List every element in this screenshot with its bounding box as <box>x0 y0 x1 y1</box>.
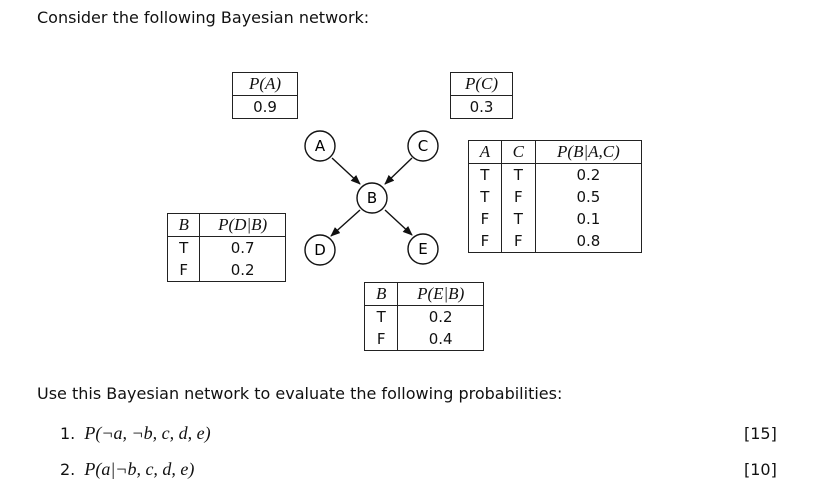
table-p-c-header: P(C) <box>450 72 513 96</box>
table-cell: F <box>167 259 201 282</box>
table-row: T F 0.5 <box>468 186 642 208</box>
table-p-c: P(C) 0.3 <box>450 72 513 119</box>
table-header-cell: P(D|B) <box>199 213 286 237</box>
table-p-e-given-b: B P(E|B) T 0.2 F 0.4 <box>364 282 484 351</box>
svg-text:A: A <box>315 137 326 155</box>
svg-text:D: D <box>314 241 326 259</box>
edge-b-d <box>330 209 361 237</box>
question-expression: P(¬a, ¬b, c, d, e) <box>84 423 211 443</box>
table-cell: 0.1 <box>576 210 601 228</box>
question-1: 1. P(¬a, ¬b, c, d, e) <box>60 423 211 444</box>
table-cell: T <box>468 186 502 208</box>
table-p-a-value: 0.9 <box>253 98 277 116</box>
table-cell: T <box>501 208 536 230</box>
svg-text:C: C <box>418 137 428 155</box>
table-row: T 0.7 <box>167 236 286 259</box>
node-b: B <box>356 182 388 214</box>
edge-b-e <box>384 209 413 236</box>
node-c: C <box>407 130 439 162</box>
table-header-cell: P(E|B) <box>397 282 484 306</box>
table-row: T T 0.2 <box>468 163 642 186</box>
table-cell: T <box>468 163 502 186</box>
table-cell: 0.2 <box>428 308 453 326</box>
table-p-d-given-b: B P(D|B) T 0.7 F 0.2 <box>167 213 286 282</box>
table-row: F 0.2 <box>167 259 286 282</box>
table-cell: F <box>501 230 536 253</box>
table-p-b-given-a-c: A C P(B|A,C) T T 0.2 T F 0.5 F T 0.1 F F… <box>468 140 642 253</box>
table-cell: 0.5 <box>576 188 601 206</box>
table-row: F T 0.1 <box>468 208 642 230</box>
instruction-text: Use this Bayesian network to evaluate th… <box>37 384 563 403</box>
question-number: 2. <box>60 460 76 479</box>
table-cell: F <box>364 328 399 351</box>
svg-text:B: B <box>367 189 377 207</box>
question-2: 2. P(a|¬b, c, d, e) <box>60 459 194 480</box>
node-a: A <box>304 130 336 162</box>
edge-c-b <box>384 157 413 185</box>
table-header-cell: B <box>364 282 399 306</box>
question-number: 1. <box>60 424 76 443</box>
table-cell: 0.4 <box>428 330 453 348</box>
table-cell: 0.2 <box>576 166 601 184</box>
table-header-cell: P(B|A,C) <box>535 140 642 164</box>
svg-text:E: E <box>418 240 427 258</box>
table-p-a: P(A) 0.9 <box>232 72 298 119</box>
table-cell: F <box>468 230 502 253</box>
table-cell: F <box>501 186 536 208</box>
node-d: D <box>304 234 336 266</box>
table-cell: F <box>468 208 502 230</box>
table-row: F F 0.8 <box>468 230 642 253</box>
table-header-cell: C <box>501 140 536 164</box>
table-cell: 0.2 <box>230 261 255 279</box>
table-p-c-value: 0.3 <box>469 98 494 116</box>
table-header-cell: B <box>167 213 201 237</box>
question-expression: P(a|¬b, c, d, e) <box>84 459 195 479</box>
intro-text: Consider the following Bayesian network: <box>37 8 370 27</box>
table-cell: T <box>167 236 201 259</box>
edge-a-b <box>331 157 361 185</box>
table-cell: 0.7 <box>230 239 255 257</box>
table-cell: T <box>501 163 536 186</box>
table-header-cell: A <box>468 140 502 164</box>
node-e: E <box>407 233 439 265</box>
table-p-a-header: P(A) <box>232 72 298 96</box>
table-cell: 0.8 <box>576 232 601 250</box>
question-1-marks: [15] <box>744 424 777 443</box>
table-cell: T <box>364 305 399 328</box>
table-row: F 0.4 <box>364 328 484 351</box>
question-2-marks: [10] <box>744 460 777 479</box>
table-row: T 0.2 <box>364 305 484 328</box>
